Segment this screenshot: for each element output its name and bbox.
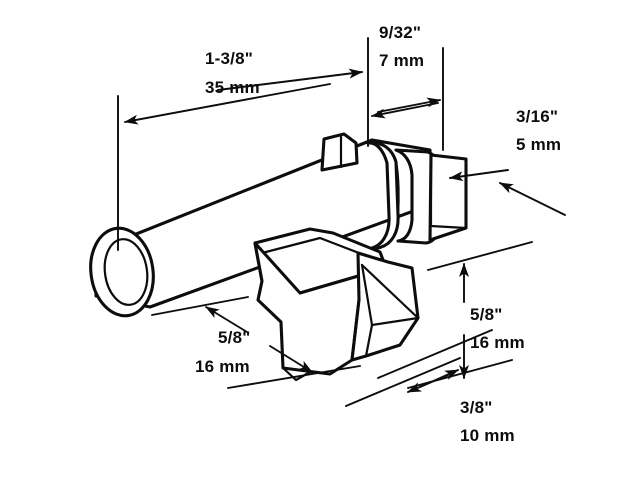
dimension-bracket-height: 5/8" 16 mm [407, 241, 533, 389]
dim-bracket-height-imperial: 5/8" [470, 305, 503, 324]
dim-bracket-width-imperial: 3/8" [460, 398, 493, 417]
dimension-shoulder-length: 9/32" 7 mm [371, 23, 444, 151]
retaining-fin [320, 132, 359, 172]
dim-bracket-depth-metric: 16 mm [195, 357, 250, 376]
dim-shoulder-imperial: 9/32" [379, 23, 421, 42]
dim-bracket-height-metric: 16 mm [470, 333, 525, 352]
dim-overall-length-metric: 35 mm [205, 78, 260, 97]
part-geometry [89, 132, 468, 382]
dim-bracket-width-metric: 10 mm [460, 426, 515, 445]
dimension-bracket-width: 3/8" 10 mm [345, 329, 515, 445]
dim-shoulder-metric: 7 mm [379, 51, 424, 70]
dimension-overall-length: 1-3/8" 35 mm [117, 37, 369, 251]
mounting-bracket [253, 227, 420, 382]
tube-bore [103, 238, 149, 306]
dimension-end-boss: 3/16" 5 mm [449, 107, 566, 216]
end-boss [428, 153, 468, 242]
dim-end-boss-metric: 5 mm [516, 135, 561, 154]
dim-end-boss-imperial: 3/16" [516, 107, 558, 126]
dimension-bracket-depth: 5/8" 16 mm [151, 296, 361, 389]
cylinder-body [89, 138, 432, 318]
dim-bracket-depth-imperial: 5/8" [218, 328, 251, 347]
dim-overall-length-imperial: 1-3/8" [205, 49, 253, 68]
